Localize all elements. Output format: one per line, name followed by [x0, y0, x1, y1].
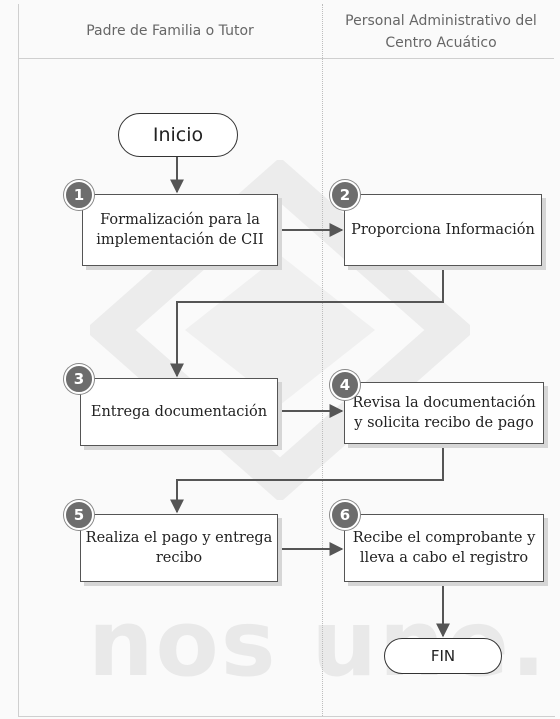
step-2-line1: Proporciona Información	[351, 222, 535, 238]
step-number-badge-1: 1	[64, 180, 94, 210]
step-box-2: Proporciona Información	[344, 194, 542, 266]
arrow-2-to-3	[170, 266, 444, 378]
lane-header-parent-label: Padre de Familia o Tutor	[86, 23, 254, 39]
step-6-line2: lleva a cabo el registro	[359, 550, 529, 566]
swimlane-frame	[18, 4, 555, 717]
step-3-line1: Entrega documentación	[90, 404, 268, 420]
step-number-badge-3: 3	[64, 364, 94, 394]
start-label: Inicio	[152, 124, 204, 146]
step-box-4: Revisa la documentación y solicita recib…	[344, 382, 544, 444]
lane-divider	[322, 4, 323, 716]
lane-header-staff: Personal Administrativo del Centro Acuát…	[322, 10, 560, 54]
end-label: FIN	[430, 647, 456, 665]
step-number-badge-6: 6	[330, 500, 360, 530]
start-terminal: Inicio	[118, 113, 238, 157]
lane-header-staff-line2: Centro Acuático	[385, 35, 497, 51]
step-number-badge-2: 2	[330, 180, 360, 210]
step-5-line1: Realiza el pago y entrega	[85, 530, 273, 546]
arrow-4-to-5	[170, 444, 444, 514]
header-separator	[18, 58, 554, 59]
step-number-badge-5: 5	[64, 500, 94, 530]
lane-header-parent: Padre de Familia o Tutor	[18, 20, 322, 42]
step-1-line2: implementación de CII	[96, 232, 264, 248]
step-box-3: Entrega documentación	[80, 378, 278, 446]
step-1-line1: Formalización para la	[100, 212, 260, 228]
step-4-line2: y solicita recibo de pago	[354, 415, 534, 431]
step-box-6: Recibe el comprobante y lleva a cabo el …	[344, 514, 544, 582]
step-box-5: Realiza el pago y entrega recibo	[80, 514, 278, 582]
step-box-1: Formalización para la implementación de …	[82, 194, 278, 266]
lane-header-staff-line1: Personal Administrativo del	[345, 13, 537, 29]
step-number-badge-4: 4	[330, 370, 360, 400]
step-6-line1: Recibe el comprobante y	[352, 530, 536, 546]
end-terminal: FIN	[384, 638, 502, 674]
step-5-line2: recibo	[155, 550, 203, 566]
step-4-line1: Revisa la documentación	[352, 395, 536, 411]
